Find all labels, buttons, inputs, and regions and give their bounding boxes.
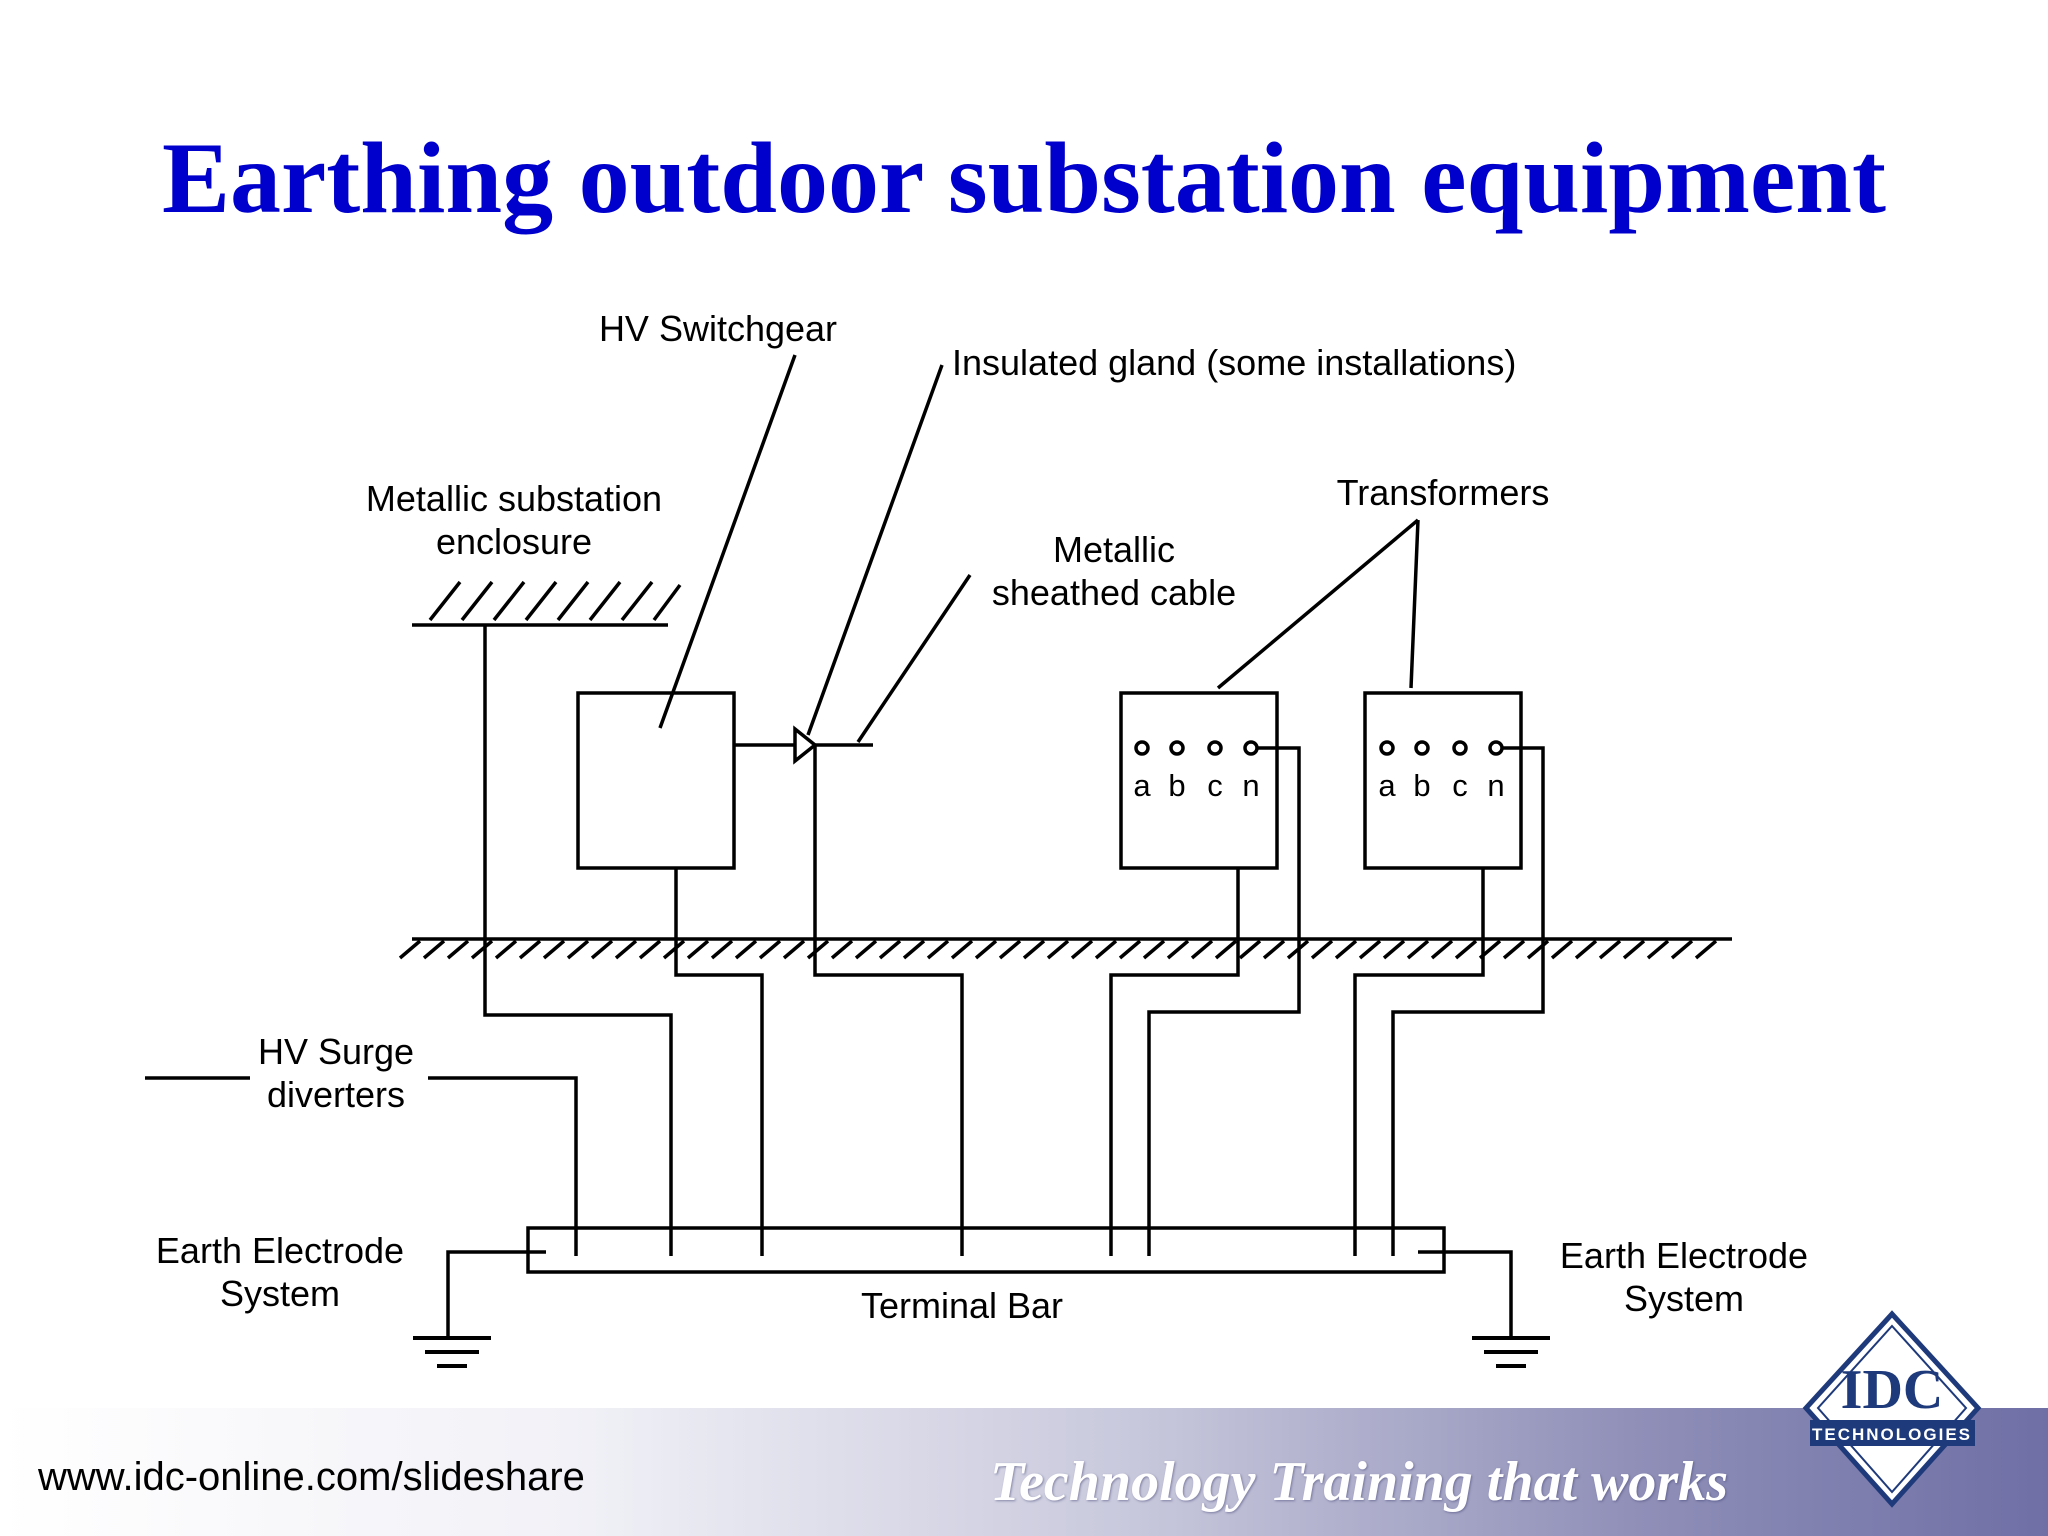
earthing-diagram: a b c n a b c n HV Switchgear Insulated … [145,308,1808,1368]
enclosure-earth-lead [483,625,673,1256]
footer-url[interactable]: www.idc-online.com/slideshare [38,1455,585,1499]
transformer-1-neutral-earth [1147,746,1301,1256]
hv-switchgear-pointer [658,354,797,729]
t2-terminal-c [1452,740,1468,756]
logo-name: IDC [1841,1359,1944,1421]
t1-label-a: a [1133,768,1151,803]
label-hv-switchgear: HV Switchgear [599,308,837,349]
label-cable-2: sheathed cable [992,572,1236,613]
insulated-gland [793,725,818,765]
transformer-1-pointer [1216,518,1420,690]
t2-terminal-b [1414,740,1430,756]
earth-symbol-left [413,1336,491,1368]
slide-title: Earthing outdoor substation equipment [162,122,1886,235]
t2-label-c: c [1452,768,1468,803]
ground-level [398,937,1732,960]
label-earth-right-2: System [1624,1278,1744,1319]
transformer-2-pointer [1409,519,1420,689]
t2-terminal-a [1379,740,1395,756]
t2-label-a: a [1378,768,1396,803]
label-earth-left-1: Earth Electrode [156,1230,404,1271]
hv-switchgear-box [576,691,736,870]
label-insulated-gland: Insulated gland (some installations) [952,342,1516,383]
label-enclosure-2: enclosure [436,521,592,562]
terminal-bar [526,1226,1446,1274]
enclosure-symbol [412,580,682,627]
cable-sheath-earth-lead [813,745,964,1256]
transformer-2-box [1363,691,1523,870]
logo-subtitle: TECHNOLOGIES [1812,1425,1972,1444]
earth-electrode-right-lead [1418,1250,1513,1338]
transformer-1-box [1119,691,1279,870]
t1-terminal-n [1243,740,1259,756]
t1-label-n: n [1242,768,1259,803]
t2-label-b: b [1413,768,1430,803]
t2-terminal-n [1488,740,1504,756]
label-surge-2: diverters [267,1074,405,1115]
label-transformers: Transformers [1337,472,1550,513]
t1-terminal-c [1207,740,1223,756]
label-earth-left-2: System [220,1273,340,1314]
footer-tagline: Technology Training that works [990,1451,1729,1513]
transformer-1-body-earth [1109,868,1240,1256]
t1-label-b: b [1168,768,1185,803]
cable-pointer [856,574,972,743]
t1-label-c: c [1207,768,1223,803]
gland-pointer [806,364,944,736]
surge-diverter-earth-lead [428,1076,578,1256]
earth-symbol-right [1472,1336,1550,1368]
transformer-2-body-earth [1353,868,1485,1256]
idc-logo: IDC TECHNOLOGIES [1802,1310,1982,1508]
label-surge-1: HV Surge [258,1031,414,1072]
switchgear-earth-lead [674,868,764,1256]
t2-label-n: n [1487,768,1504,803]
label-earth-right-1: Earth Electrode [1560,1235,1808,1276]
label-enclosure-1: Metallic substation [366,478,662,519]
earth-electrode-left-lead [446,1250,546,1338]
footer-band [0,1408,2048,1536]
t1-terminal-b [1169,740,1185,756]
label-cable-1: Metallic [1053,529,1175,570]
t1-terminal-a [1134,740,1150,756]
transformer-2-neutral-earth [1391,746,1545,1256]
label-terminal-bar: Terminal Bar [861,1285,1063,1326]
